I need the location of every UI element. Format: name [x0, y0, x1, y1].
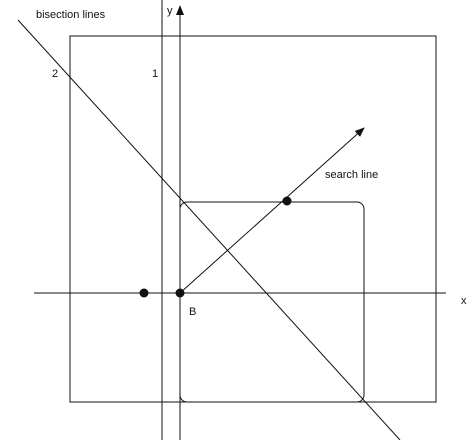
search-line	[179, 127, 365, 294]
x-axis-label: x	[461, 295, 467, 307]
line-2-label: 2	[52, 68, 58, 80]
outer-region	[69, 35, 437, 403]
point-b-label: B	[189, 306, 196, 318]
point-left	[139, 288, 149, 298]
bisection-lines-label: bisection lines	[36, 9, 106, 21]
point-search	[282, 196, 292, 206]
y-axis-label: y	[167, 5, 173, 17]
line-1-label: 1	[152, 68, 158, 80]
point-b	[175, 288, 185, 298]
bisection-line-2	[17, 19, 401, 440]
inner-region	[179, 201, 365, 403]
search-line-label: search line	[325, 169, 378, 181]
